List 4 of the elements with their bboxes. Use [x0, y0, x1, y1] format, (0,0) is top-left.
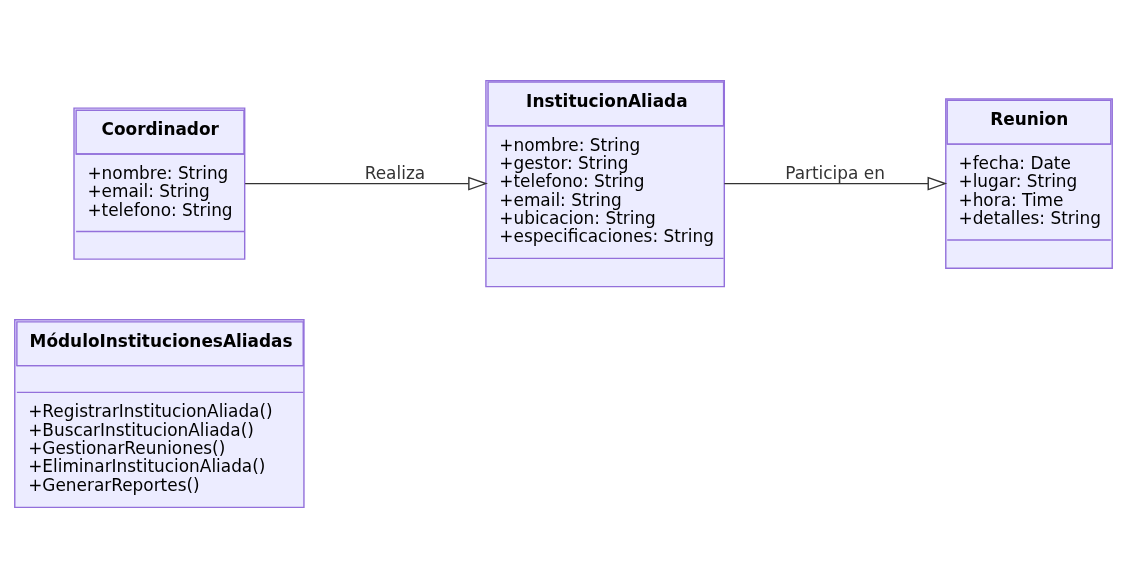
- arrow: [723, 176, 948, 191]
- edge-label: Participa en: [785, 162, 885, 183]
- arrow: [244, 176, 488, 191]
- edge-label: Realiza: [364, 162, 426, 183]
